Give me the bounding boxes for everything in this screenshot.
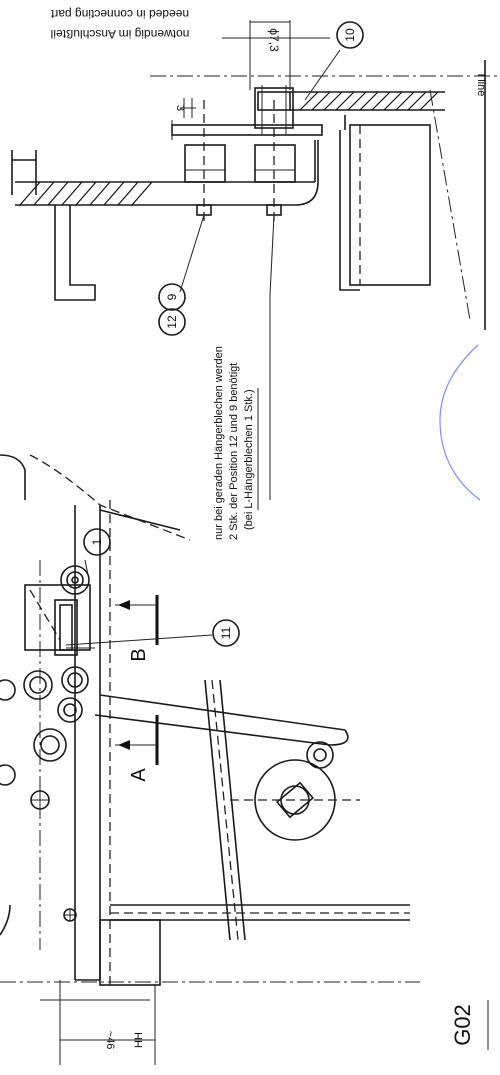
balloon-10: 10 [336,21,364,49]
hanger-note-line3: (bei L-Hängerblechen 1 Stk.) [243,389,255,530]
hanger-note-line1: nur bei geraden Hängerblechen werden [213,346,225,540]
sheet-id: G02 [450,1004,475,1046]
dim-phi: ϕ7,3 [267,28,281,52]
bolt-1 [60,565,90,595]
balloon-9: 9 [158,283,186,311]
lever-mechanism [0,454,420,1065]
svg-text:11: 11 [219,626,233,639]
hatch-plate-top [19,181,153,206]
hanger-note-line2: 2 Stk. der Position 12 und 9 benötigt [228,363,240,540]
top-assembly [11,20,500,501]
port-note-de: notwendig im Anschlußteil [51,27,190,41]
section-mark-b: B [128,648,150,661]
dim-three: 3 [174,105,186,111]
svg-text:9: 9 [165,293,179,300]
port-note-en: needed in connecting part [50,7,189,21]
balloon-1: 1 [83,528,111,556]
line-label: l line [475,74,487,97]
bolt-cluster [23,666,89,922]
svg-text:12: 12 [165,315,179,329]
balloon-12: 12 [158,308,186,336]
dim-approx46: ~46 [104,1031,116,1050]
section-mark-a: A [128,768,150,782]
hatch-plate-right [299,91,439,111]
dim-hh: HH [133,1032,145,1048]
balloon-11: 11 [212,619,240,647]
svg-text:1: 1 [90,538,104,545]
svg-text:10: 10 [343,28,357,42]
